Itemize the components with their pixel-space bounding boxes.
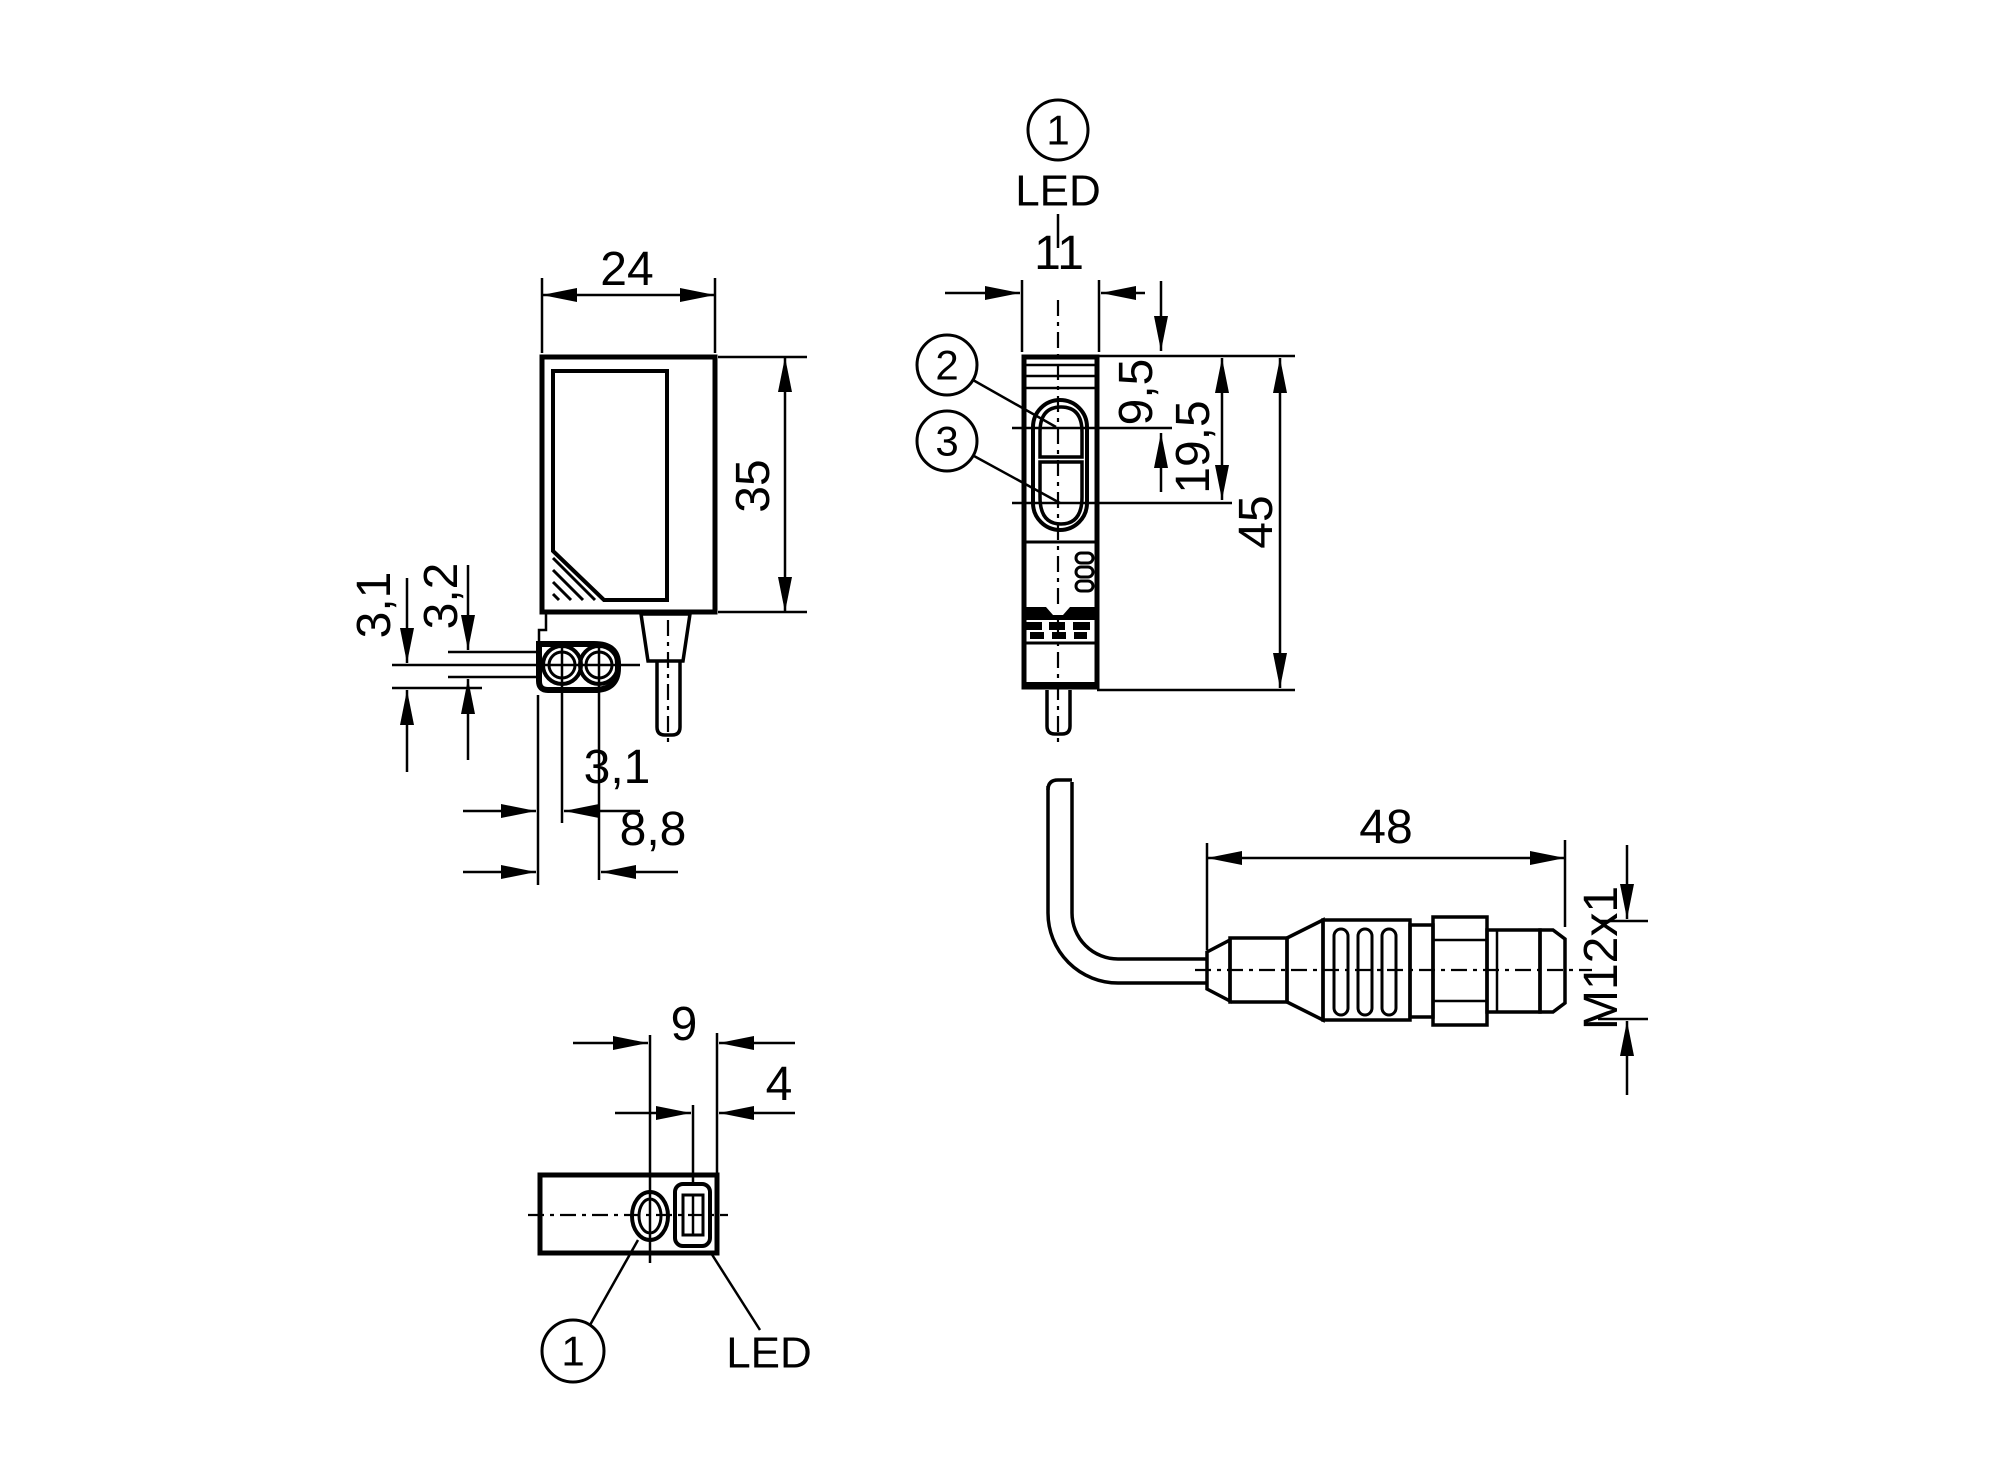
dim-bracket-3-2-label: 3,2 (415, 563, 468, 630)
dim-bracket-3-1: 3,1 (348, 572, 414, 772)
lens-assembly (1012, 398, 1232, 532)
dim-front-width-label: 24 (600, 243, 653, 296)
dim-adjuster-offset-label: 9 (671, 998, 698, 1051)
dim-front-height-label: 35 (727, 459, 780, 512)
dim-lens2-offset-label: 19,5 (1167, 400, 1220, 493)
dim-side-height: 45 (1097, 358, 1295, 692)
lens-housing (1031, 398, 1089, 532)
led-label-top: LED (1015, 166, 1101, 215)
dim-lens2-offset: 19,5 (1167, 358, 1229, 500)
callout-1-number: 1 (1046, 107, 1069, 154)
dim-lens1-offset: 9,5 (1097, 281, 1295, 492)
callout-1-bottom-circle (540, 1318, 606, 1384)
callout-led: 1 LED (1015, 98, 1101, 248)
dim-hole-offsets: 3,1 8,8 (463, 695, 686, 885)
dim-side-height-label: 45 (1230, 495, 1283, 548)
lens-transmitter (1038, 405, 1084, 459)
dim-led-offset-label: 4 (766, 1058, 793, 1111)
cable-gland-front (638, 612, 693, 748)
adjuster-pot (630, 1035, 670, 1263)
dim-adjuster-offset: 9 (573, 998, 795, 1173)
callout-3-number: 3 (935, 418, 958, 465)
mounting-bracket (392, 614, 640, 880)
bottom-view: 9 4 1 LED (528, 998, 812, 1384)
led-callout-bottom: LED (709, 1252, 812, 1377)
cable (1046, 778, 1207, 985)
callout-adjuster: 1 (540, 1239, 640, 1384)
front-view: 24 35 (348, 243, 807, 885)
callout-1-circle (1026, 98, 1090, 162)
sensing-window-front (551, 369, 669, 602)
dim-thread-size-label: M12x1 (1575, 886, 1628, 1030)
dim-hole2-offset-label: 8,8 (620, 803, 687, 856)
m12-connector (1195, 915, 1592, 1027)
side-view: 1 LED 11 (915, 98, 1295, 748)
lens-receiver (1038, 460, 1084, 526)
dim-front-width: 24 (540, 243, 717, 353)
callout-1-bottom-number: 1 (561, 1328, 584, 1375)
dim-lens1-offset-label: 9,5 (1110, 359, 1163, 426)
callout-3-circle (915, 409, 979, 473)
callout-lens2: 3 (915, 409, 1061, 505)
cable-connector-view: 48 M12x1 (1046, 778, 1648, 1095)
cable-gland-side (1045, 690, 1072, 736)
clamp-teeth (1074, 551, 1095, 593)
led-window-bottom (673, 1182, 712, 1248)
dim-bracket-3-2: 3,2 (415, 563, 475, 760)
callout-lens1: 2 (915, 333, 1057, 429)
callout-2-number: 2 (935, 342, 958, 389)
led-label-bottom: LED (726, 1328, 812, 1377)
dim-front-height: 35 (718, 355, 807, 614)
dim-connector-length: 48 (1205, 801, 1567, 950)
sensor-body-front (539, 354, 718, 615)
dim-thread-size: M12x1 (1575, 845, 1648, 1095)
dim-hole1-offset-label: 3,1 (584, 741, 651, 794)
dim-connector-length-label: 48 (1359, 801, 1412, 854)
dim-side-width: 11 (945, 227, 1145, 352)
clamp-cross-section (1024, 607, 1097, 645)
callout-2-circle (915, 333, 979, 397)
dim-bracket-3-1-label: 3,1 (348, 572, 401, 639)
dim-led-offset: 4 (615, 1058, 795, 1184)
dim-side-width-label: 11 (1034, 227, 1084, 280)
